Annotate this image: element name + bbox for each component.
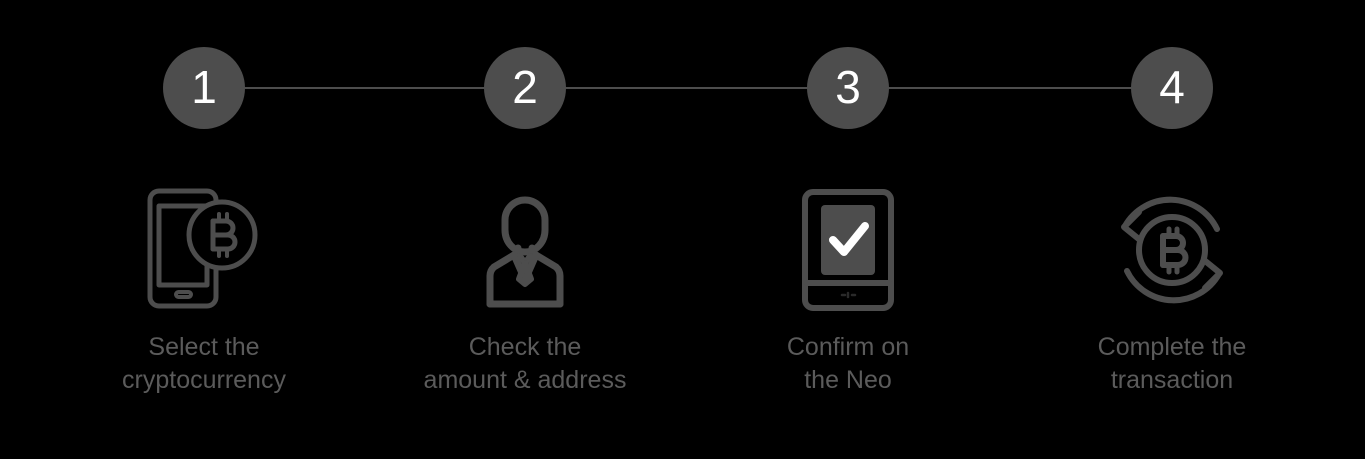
bitcoin-exchange-arrows-icon <box>1107 185 1237 315</box>
phone-with-bitcoin-icon <box>139 185 269 315</box>
step-number-4: 4 <box>1159 61 1185 113</box>
step-caption-4: Complete the transaction <box>1097 333 1247 394</box>
step-item-4[interactable]: 4 Complete the transa <box>1011 0 1333 459</box>
step-caption-3: Confirm on the Neo <box>786 333 910 394</box>
step-item-1[interactable]: 1 Select the cryptocu <box>43 0 365 459</box>
step-connector-line <box>204 87 1172 89</box>
step-number-1: 1 <box>191 61 217 113</box>
step-badge-3[interactable]: 3 <box>807 47 889 129</box>
step-caption-2: Check the amount & address <box>423 333 627 394</box>
step-badge-4[interactable]: 4 <box>1131 47 1213 129</box>
person-in-suit-icon <box>460 185 590 315</box>
step-number-3: 3 <box>835 61 861 113</box>
step-item-2[interactable]: 2 Check the amount & address <box>364 0 686 459</box>
device-checkmark-icon <box>783 185 913 315</box>
step-item-3[interactable]: 3 Confirm on the Neo <box>687 0 1009 459</box>
step-badge-1[interactable]: 1 <box>163 47 245 129</box>
step-caption-1: Select the cryptocurrency <box>122 333 286 394</box>
step-badge-2[interactable]: 2 <box>484 47 566 129</box>
step-number-2: 2 <box>512 61 538 113</box>
